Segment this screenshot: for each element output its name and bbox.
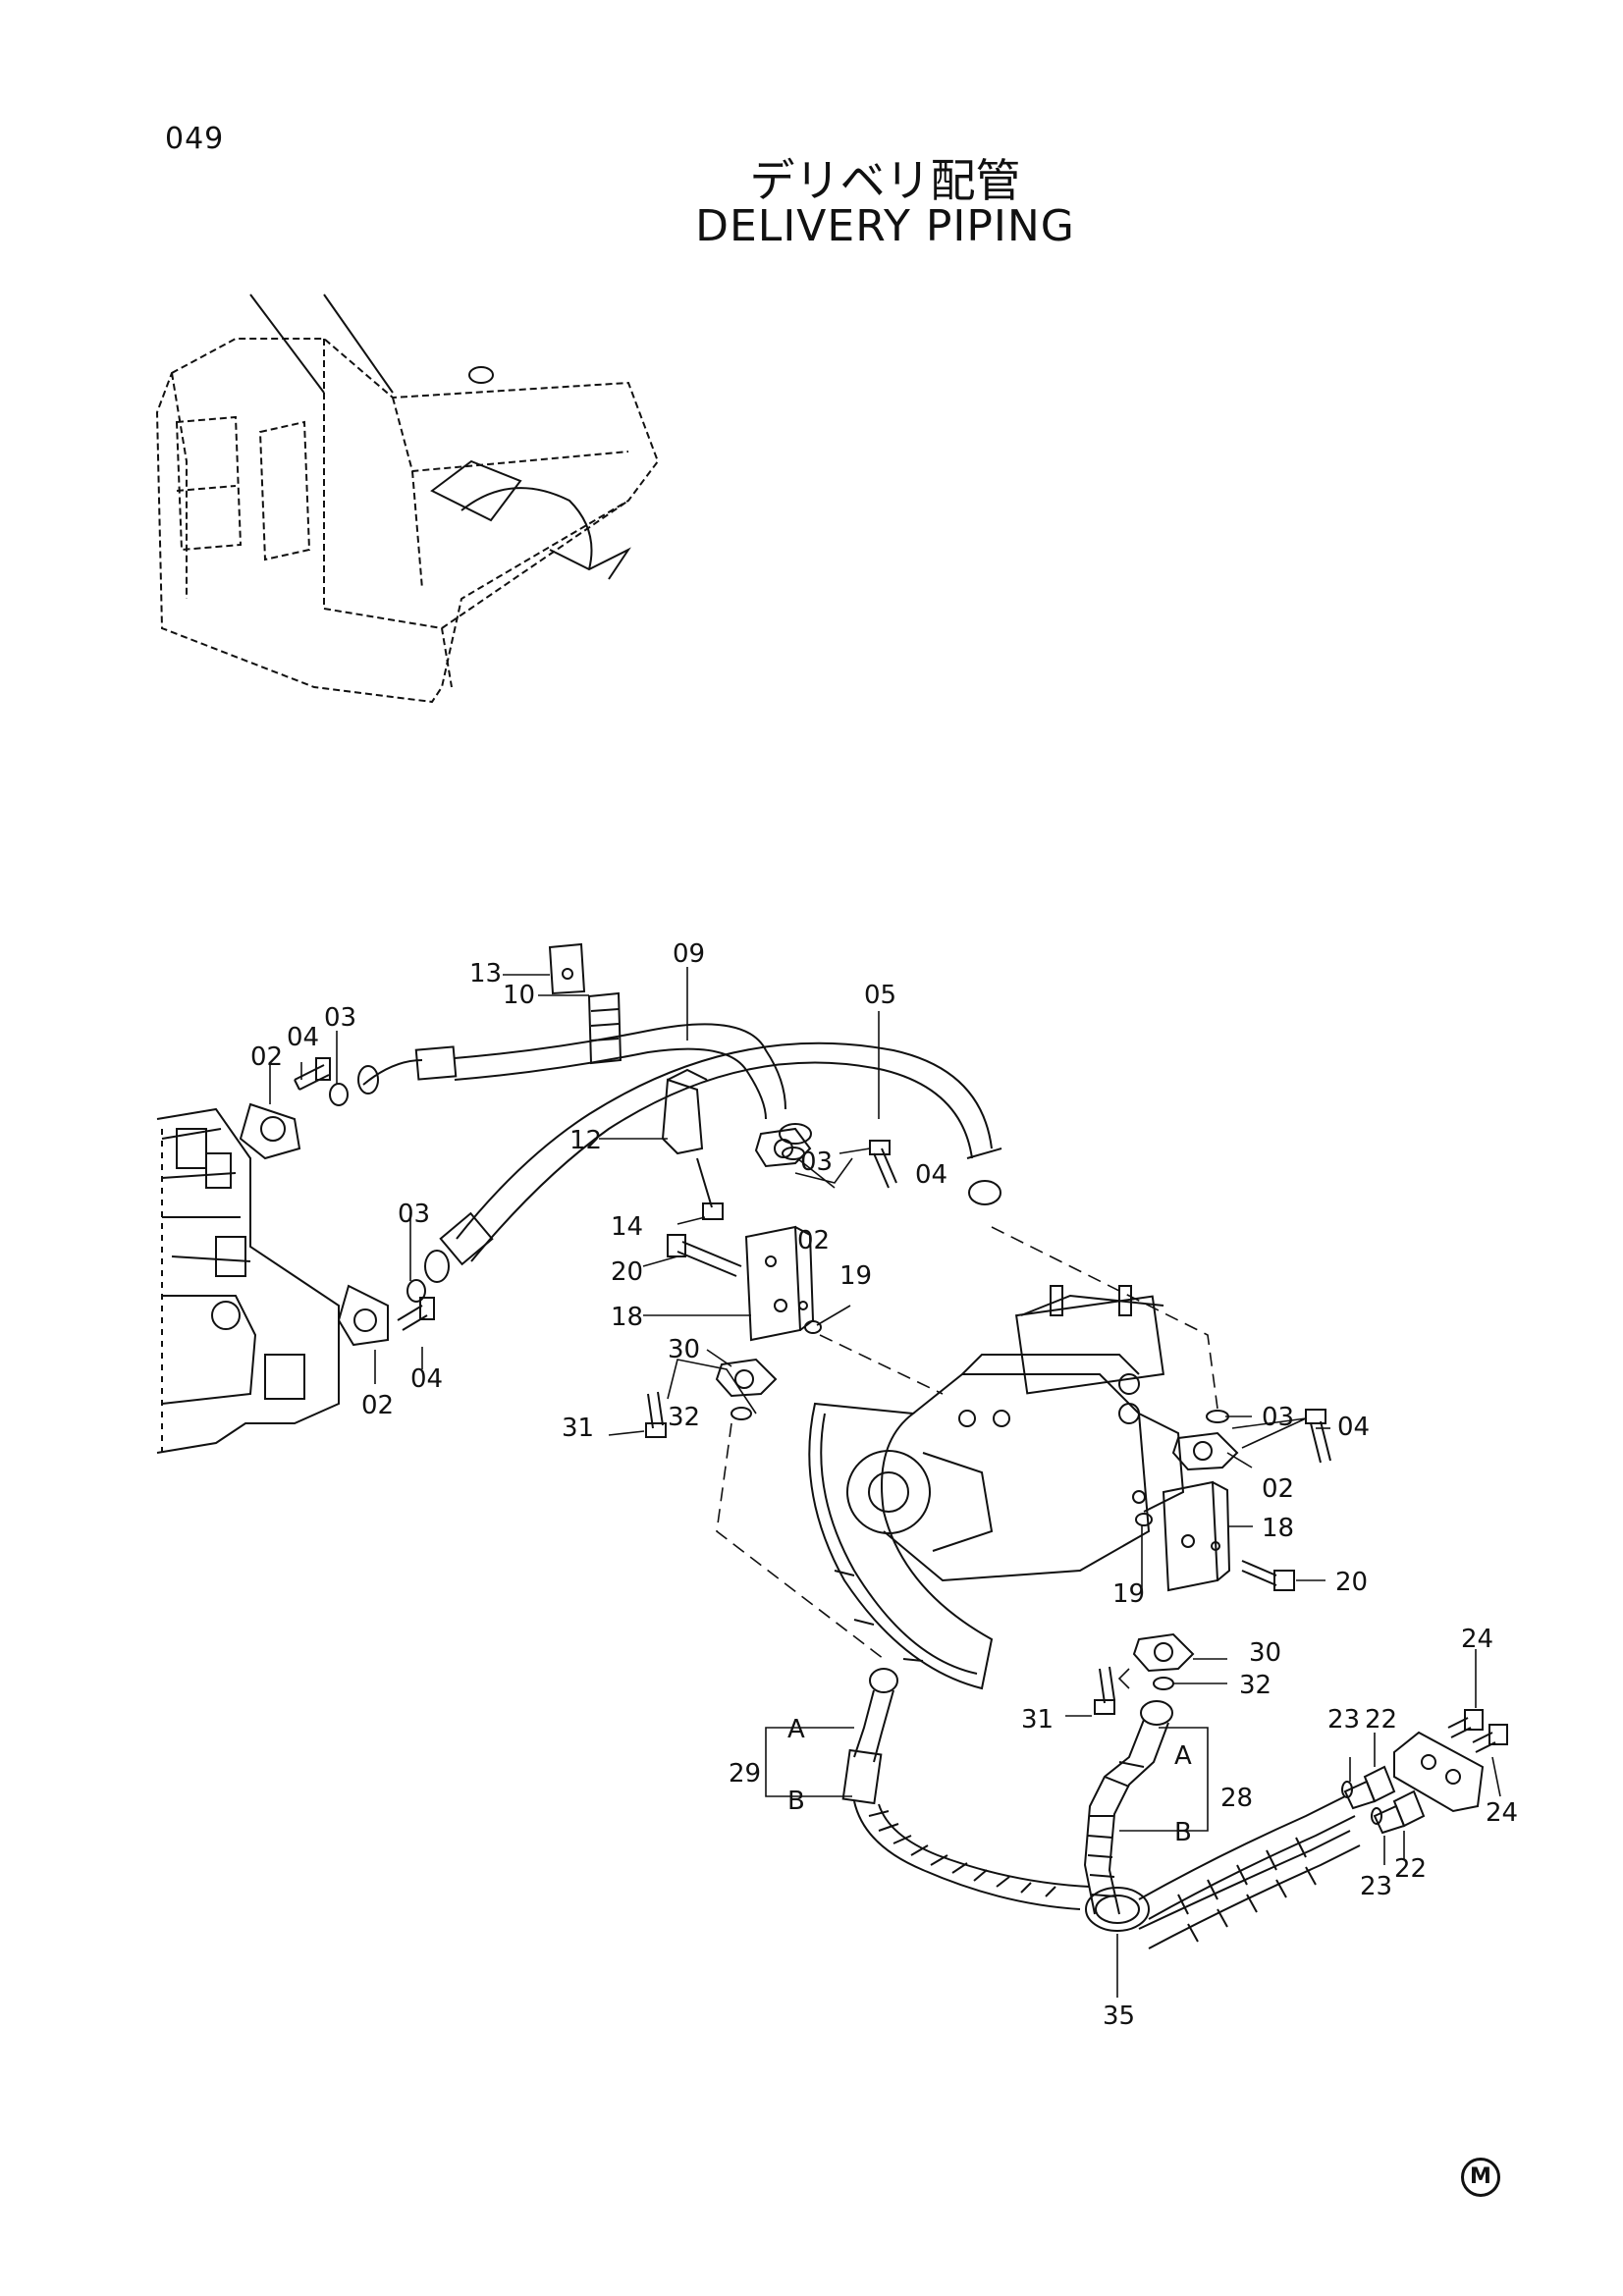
excavator-overview-illustration xyxy=(155,338,660,704)
label-04-lower-left: 04 xyxy=(410,1364,443,1394)
label-04-center: 04 xyxy=(915,1160,947,1190)
block-18-right xyxy=(1162,1480,1231,1592)
label-22-upper: 22 xyxy=(1365,1705,1397,1735)
label-02-right: 02 xyxy=(1262,1474,1294,1504)
flange-30-right xyxy=(1132,1632,1195,1673)
label-19-right: 19 xyxy=(1112,1579,1145,1609)
o-ring-32-left xyxy=(730,1407,752,1420)
label-30-right: 30 xyxy=(1249,1638,1281,1668)
label-03-center: 03 xyxy=(800,1148,833,1177)
label-28-b: B xyxy=(1174,1818,1192,1847)
title-english: DELIVERY PIPING xyxy=(695,201,1075,251)
title-japanese: デリベリ配管 xyxy=(749,154,1021,207)
corner-mark: M xyxy=(1461,2158,1500,2197)
label-28-a: A xyxy=(1174,1741,1192,1771)
label-02-center: 02 xyxy=(797,1226,830,1255)
bracket-plate xyxy=(1393,1731,1485,1813)
label-23-lower: 23 xyxy=(1360,1872,1392,1901)
label-31-left: 31 xyxy=(562,1414,594,1443)
label-20-right: 20 xyxy=(1335,1568,1368,1597)
o-ring-32-right xyxy=(1153,1677,1174,1690)
label-20-left: 20 xyxy=(611,1257,643,1287)
hose-09 xyxy=(357,1023,812,1145)
bolt-20-right xyxy=(1241,1560,1295,1591)
label-29-b: B xyxy=(787,1787,805,1816)
bolt-24-upper xyxy=(1447,1709,1484,1738)
label-03-lower-left: 03 xyxy=(398,1200,430,1229)
o-ring-23-upper xyxy=(1341,1781,1353,1798)
adapter-22-upper xyxy=(1343,1765,1396,1810)
label-22-lower: 22 xyxy=(1394,1854,1427,1884)
o-ring-03-center xyxy=(782,1147,805,1160)
bolt-04-right xyxy=(1305,1409,1331,1464)
label-09: 09 xyxy=(673,939,705,969)
adapter-22-lower xyxy=(1373,1789,1426,1835)
label-18-right: 18 xyxy=(1262,1514,1294,1543)
label-05: 05 xyxy=(864,981,896,1010)
flange-02-upper-left xyxy=(239,1102,301,1160)
page-number: 049 xyxy=(165,122,225,156)
label-32-right: 32 xyxy=(1239,1671,1271,1700)
label-24-lower: 24 xyxy=(1486,1798,1518,1828)
bolt-20-left xyxy=(667,1234,742,1277)
label-24-upper: 24 xyxy=(1461,1625,1493,1654)
label-30-left: 30 xyxy=(668,1335,700,1364)
label-18-left: 18 xyxy=(611,1303,643,1332)
flange-02-right xyxy=(1171,1431,1239,1471)
return-hoses-right xyxy=(1138,1795,1361,1949)
flange-30-left xyxy=(715,1358,778,1398)
label-04-upper-left: 04 xyxy=(287,1023,319,1052)
label-14: 14 xyxy=(611,1212,643,1242)
label-12: 12 xyxy=(569,1126,602,1155)
bolt-14 xyxy=(696,1157,724,1220)
excavator-overview-solid xyxy=(249,294,631,580)
label-03-upper-left: 03 xyxy=(324,1003,356,1033)
hose-29 xyxy=(841,1668,1091,1910)
label-03-right: 03 xyxy=(1262,1403,1294,1432)
label-04-right: 04 xyxy=(1337,1413,1370,1442)
label-29-a: A xyxy=(787,1715,805,1744)
label-02-upper-left: 02 xyxy=(250,1042,283,1072)
o-ring-19-left xyxy=(804,1320,822,1334)
pipe-05 xyxy=(424,1041,1002,1283)
label-32-left: 32 xyxy=(668,1403,700,1432)
bolt-04-lower-left xyxy=(397,1297,435,1331)
hydraulic-pump-assembly xyxy=(808,1285,1185,1690)
hose-clamp-35 xyxy=(1085,1887,1150,1932)
pad-10 xyxy=(587,991,622,1065)
bolt-04-upper-left xyxy=(294,1057,331,1091)
bolt-24-lower xyxy=(1472,1724,1508,1753)
hose-28 xyxy=(1083,1700,1173,1915)
o-ring-03-lower-left xyxy=(406,1279,426,1303)
label-02-lower-left: 02 xyxy=(361,1391,394,1420)
o-ring-03-right xyxy=(1206,1410,1229,1423)
flange-02-lower-left xyxy=(337,1284,389,1347)
label-31-right: 31 xyxy=(1021,1705,1054,1735)
label-13: 13 xyxy=(469,959,502,988)
clamp-12 xyxy=(661,1068,708,1155)
guide-lines xyxy=(716,1226,1218,1660)
part-labels: 13 09 05 10 02 04 03 03 04 02 12 14 03 0… xyxy=(250,939,1518,2031)
label-35: 35 xyxy=(1103,2002,1135,2031)
bolt-31-left xyxy=(645,1391,667,1438)
label-23-upper: 23 xyxy=(1327,1705,1360,1735)
o-ring-19-right xyxy=(1135,1513,1153,1526)
bolt-04-center xyxy=(869,1140,897,1189)
label-10: 10 xyxy=(503,981,535,1010)
label-29: 29 xyxy=(729,1759,761,1789)
o-ring-23-lower xyxy=(1371,1807,1382,1825)
plate-13 xyxy=(548,942,586,995)
leader-lines xyxy=(269,967,1501,1998)
label-28: 28 xyxy=(1220,1784,1253,1813)
o-ring-03-upper-left xyxy=(329,1083,349,1106)
label-19-left: 19 xyxy=(839,1261,872,1291)
bolt-31-right xyxy=(1094,1666,1115,1715)
control-valve-body xyxy=(156,1107,340,1454)
